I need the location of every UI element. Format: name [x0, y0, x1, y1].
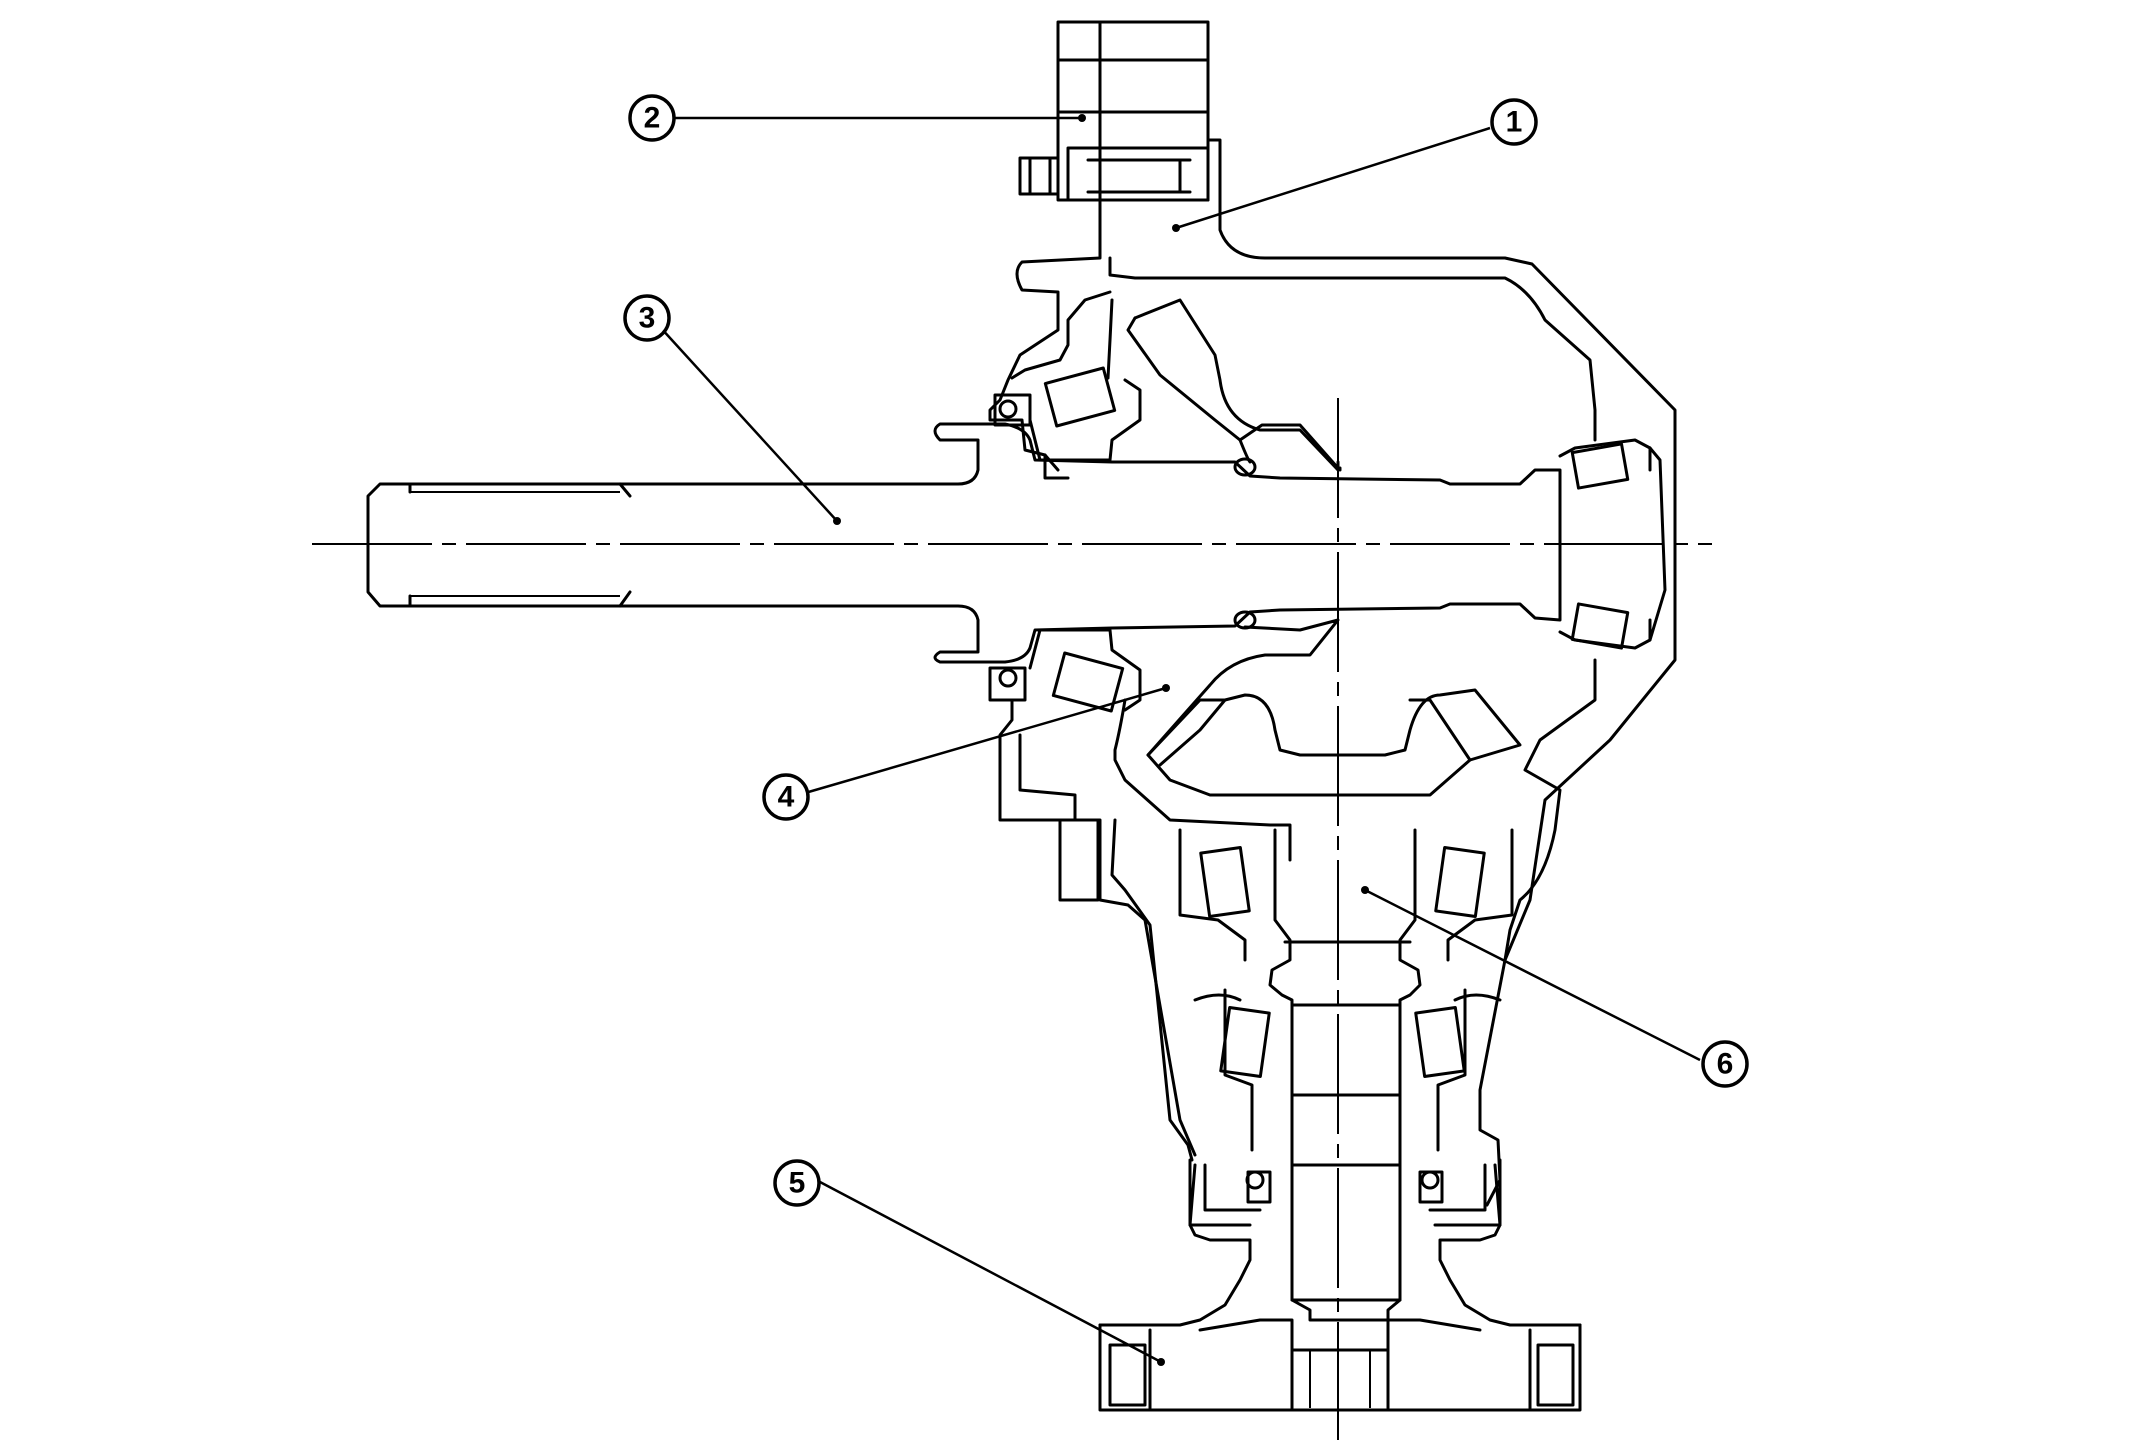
- callout-3-label: 3: [639, 302, 656, 335]
- companion-flange: [1098, 1318, 1582, 1412]
- input-shaft: [366, 422, 1562, 664]
- callout-6: 6: [1701, 1040, 1749, 1088]
- front-bearings-and-seals: [988, 366, 1142, 902]
- ring-gear: [1113, 298, 1522, 862]
- callout-2: 2: [628, 94, 676, 142]
- mounting-bolt-and-flange: [1018, 20, 1210, 202]
- callout-1-label: 1: [1506, 106, 1523, 139]
- callout-4-label: 4: [778, 781, 795, 814]
- callout-4: 4: [762, 773, 810, 821]
- rear-bearing: [1558, 438, 1667, 650]
- lower-seals: [1188, 1158, 1502, 1227]
- callout-3: 3: [623, 294, 671, 342]
- centerlines: [312, 398, 1712, 1440]
- callout-5-label: 5: [789, 1167, 806, 1200]
- lower-housing: [1048, 818, 1582, 1327]
- callout-1: 1: [1490, 98, 1538, 146]
- transfer-case-housing: [988, 58, 1677, 1207]
- callout-2-label: 2: [644, 102, 661, 135]
- callout-6-label: 6: [1717, 1048, 1734, 1081]
- pinion-and-output-shaft: [1178, 828, 1514, 1322]
- callout-5: 5: [773, 1159, 821, 1207]
- leader-lines: [659, 114, 1701, 1366]
